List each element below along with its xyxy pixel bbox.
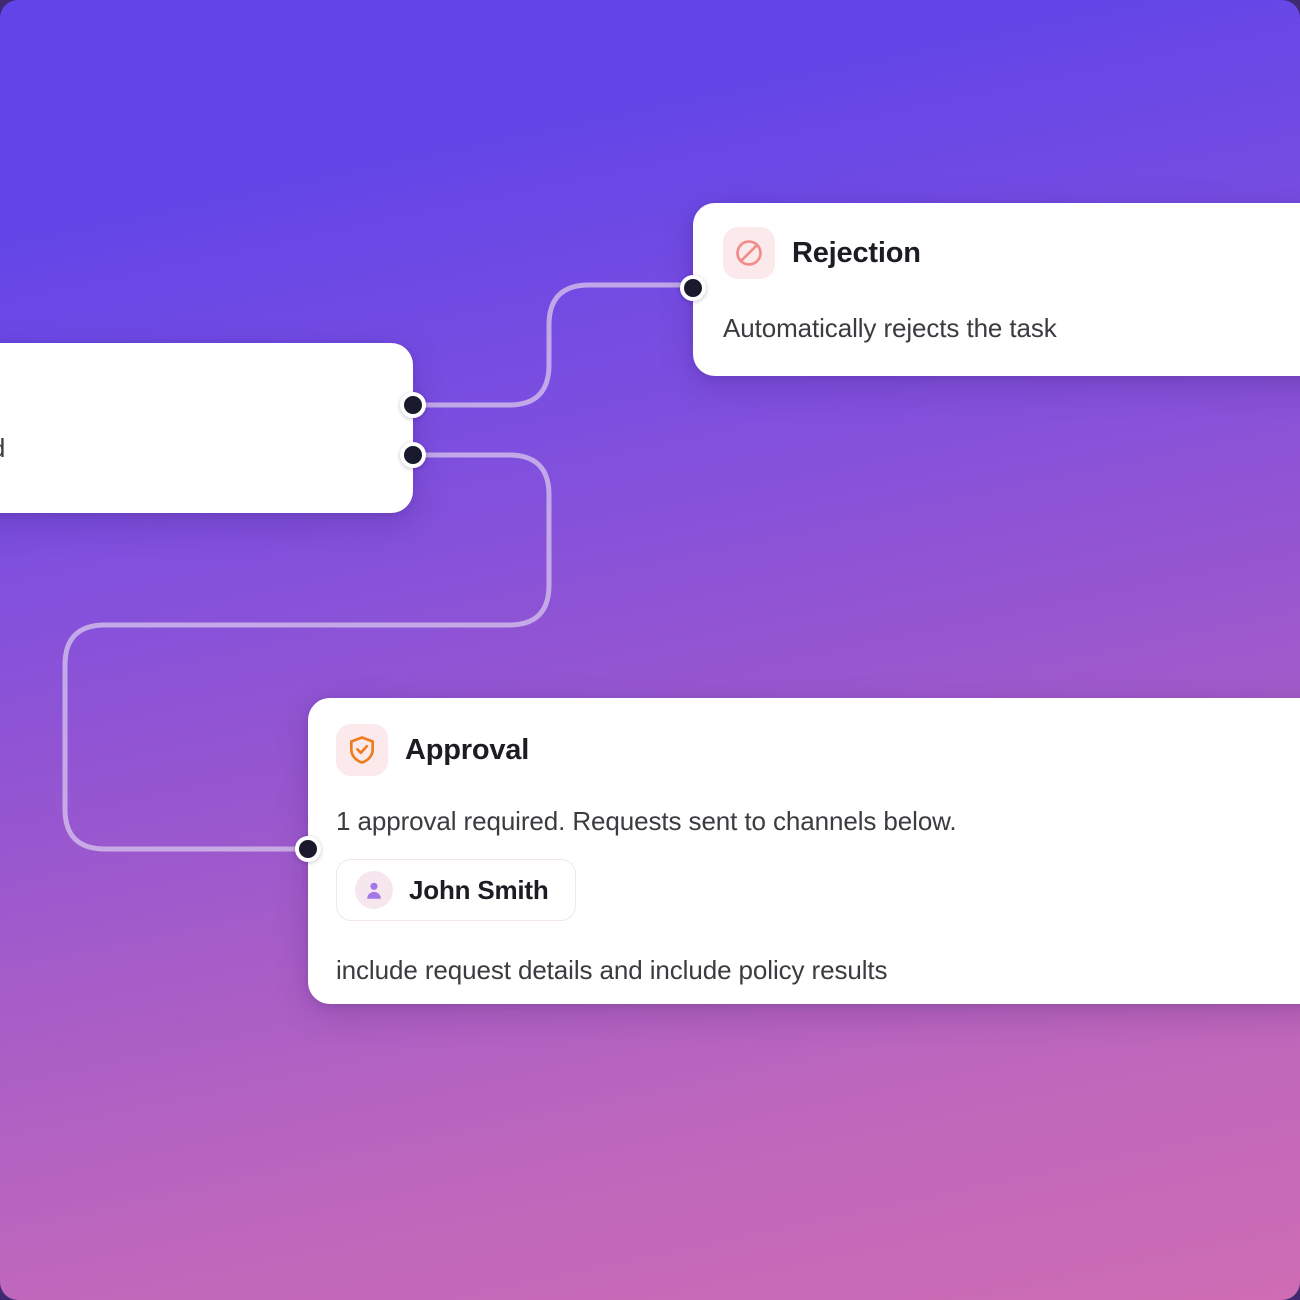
node-card-compliance[interactable]: ompliance when policy is triggered xyxy=(0,343,413,513)
approval-header: Approval xyxy=(336,724,1300,776)
rejection-title: Rejection xyxy=(792,236,921,269)
approver-name: John Smith xyxy=(409,874,549,905)
wire-compliance-to-rejection xyxy=(410,282,696,408)
approver-chip-john-smith[interactable]: John Smith xyxy=(336,859,576,921)
port-compliance-output-bottom[interactable] xyxy=(400,442,426,468)
compliance-description: when policy is triggered xyxy=(0,433,377,464)
approval-footer: include request details and include poli… xyxy=(336,955,888,985)
node-card-approval[interactable]: Approval 1 approval required. Requests s… xyxy=(308,698,1300,1004)
shield-check-icon xyxy=(336,724,388,776)
port-compliance-output-top[interactable] xyxy=(400,392,426,418)
approval-title: Approval xyxy=(405,733,530,766)
rejection-description: Automatically rejects the task xyxy=(723,313,1057,343)
node-card-rejection[interactable]: Rejection Automatically rejects the task xyxy=(693,203,1300,376)
person-icon xyxy=(355,871,393,909)
port-rejection-input[interactable] xyxy=(680,275,706,301)
no-entry-icon xyxy=(723,227,775,279)
rejection-header: Rejection xyxy=(723,227,1300,279)
approval-description: 1 approval required. Requests sent to ch… xyxy=(336,806,957,836)
compliance-title: ompliance xyxy=(0,369,377,403)
port-approval-input[interactable] xyxy=(295,836,321,862)
